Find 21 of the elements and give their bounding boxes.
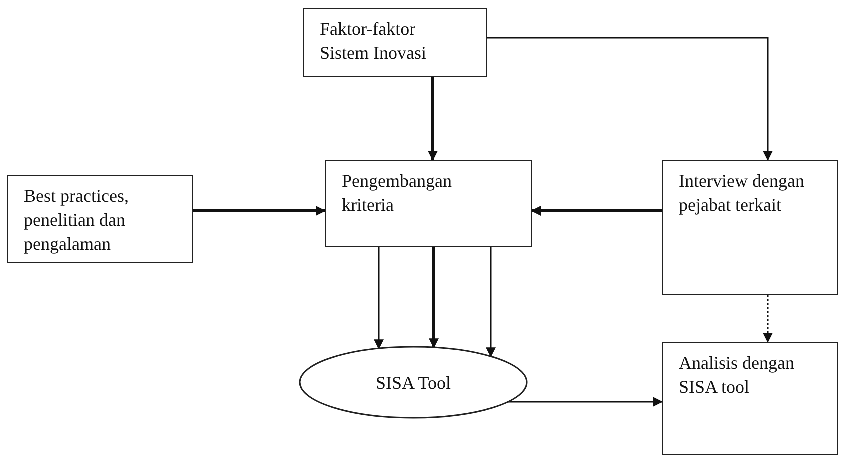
arrow [508, 397, 663, 407]
node-text: Interview dengan pejabat terkait [679, 170, 806, 217]
process-box [662, 342, 838, 455]
arrow [193, 206, 326, 216]
ellipse-node [300, 347, 527, 418]
arrow [429, 247, 439, 349]
arrow [486, 247, 496, 358]
process-box [303, 8, 487, 77]
arrow [374, 247, 384, 350]
node-text: Pengembangan kriteria [342, 170, 453, 217]
node-text: Faktor-faktor Sistem Inovasi [320, 18, 428, 65]
node-text: Analisis dengan SISA tool [679, 352, 796, 399]
arrow [763, 295, 773, 343]
process-box [325, 160, 532, 247]
arrow [428, 77, 438, 161]
node-text: Best practices, penelitian dan pengalaman [24, 185, 130, 256]
arrow [487, 37, 773, 161]
arrow [531, 206, 662, 216]
process-box [662, 160, 838, 295]
process-box [7, 175, 193, 263]
node-text: SISA Tool [376, 372, 451, 394]
